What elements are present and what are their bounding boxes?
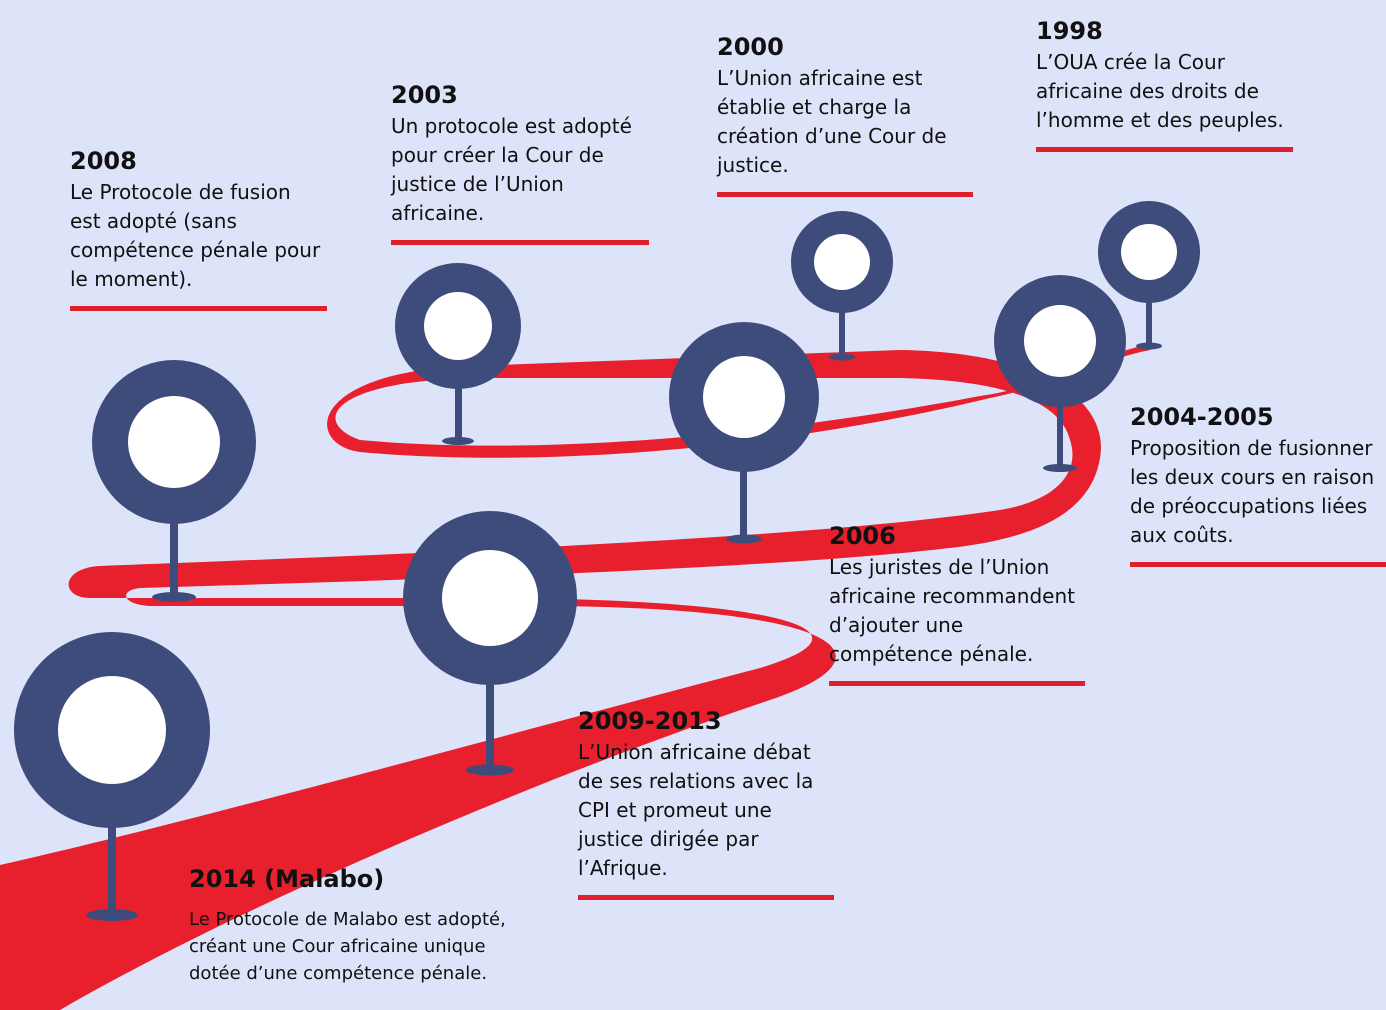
pin-2008 <box>92 360 256 602</box>
event-underline <box>717 192 973 197</box>
event-description: L’Union africaine est établie et charge … <box>717 66 947 177</box>
pin-2000 <box>791 211 893 361</box>
event-1998: 1998 L’OUA crée la Cour africaine des dr… <box>1036 16 1293 152</box>
event-year: 2009-2013 <box>578 707 722 735</box>
event-underline <box>1130 562 1386 567</box>
event-description: Le Protocole de fusion est adopté (sans … <box>70 180 321 291</box>
event-year: 2008 <box>70 147 137 175</box>
event-year: 1998 <box>1036 17 1103 45</box>
event-year: 2004-2005 <box>1130 403 1274 431</box>
event-description: Le Protocole de Malabo est adopté, créan… <box>189 909 506 984</box>
pin-2006 <box>669 322 819 544</box>
event-underline <box>391 240 649 245</box>
event-description: Proposition de fusionner les deux cours … <box>1130 436 1375 547</box>
event-underline <box>829 681 1085 686</box>
road-path <box>0 344 1150 1010</box>
event-2008: 2008 Le Protocole de fusion est adopté (… <box>70 146 327 311</box>
pin-2003 <box>395 263 521 445</box>
event-description: L’OUA crée la Cour africaine des droits … <box>1036 50 1284 132</box>
event-underline <box>70 306 327 311</box>
event-year: 2006 <box>829 522 896 550</box>
pin-1998 <box>1098 201 1200 350</box>
event-2014-malabo: 2014 (Malabo) Le Protocole de Malabo est… <box>189 864 519 987</box>
event-2009-2013: 2009-2013 L’Union africaine débat de ses… <box>578 706 834 900</box>
event-description: L’Union africaine débat de ses relations… <box>578 740 814 880</box>
event-year: 2003 <box>391 81 458 109</box>
event-description: Un protocole est adopté pour créer la Co… <box>391 114 632 225</box>
pin-2009-2013 <box>403 511 577 776</box>
event-underline <box>1036 147 1293 152</box>
pin-2014 <box>14 632 210 921</box>
event-underline <box>578 895 834 900</box>
pin-2004-2005 <box>994 275 1126 472</box>
event-year: 2000 <box>717 33 784 61</box>
event-2003: 2003 Un protocole est adopté pour créer … <box>391 80 649 245</box>
event-2000: 2000 L’Union africaine est établie et ch… <box>717 32 973 197</box>
event-2004-2005: 2004-2005 Proposition de fusionner les d… <box>1130 402 1386 567</box>
event-2006: 2006 Les juristes de l’Union africaine r… <box>829 521 1085 686</box>
event-description: Les juristes de l’Union africaine recomm… <box>829 555 1075 666</box>
event-year: 2014 (Malabo) <box>189 865 385 893</box>
